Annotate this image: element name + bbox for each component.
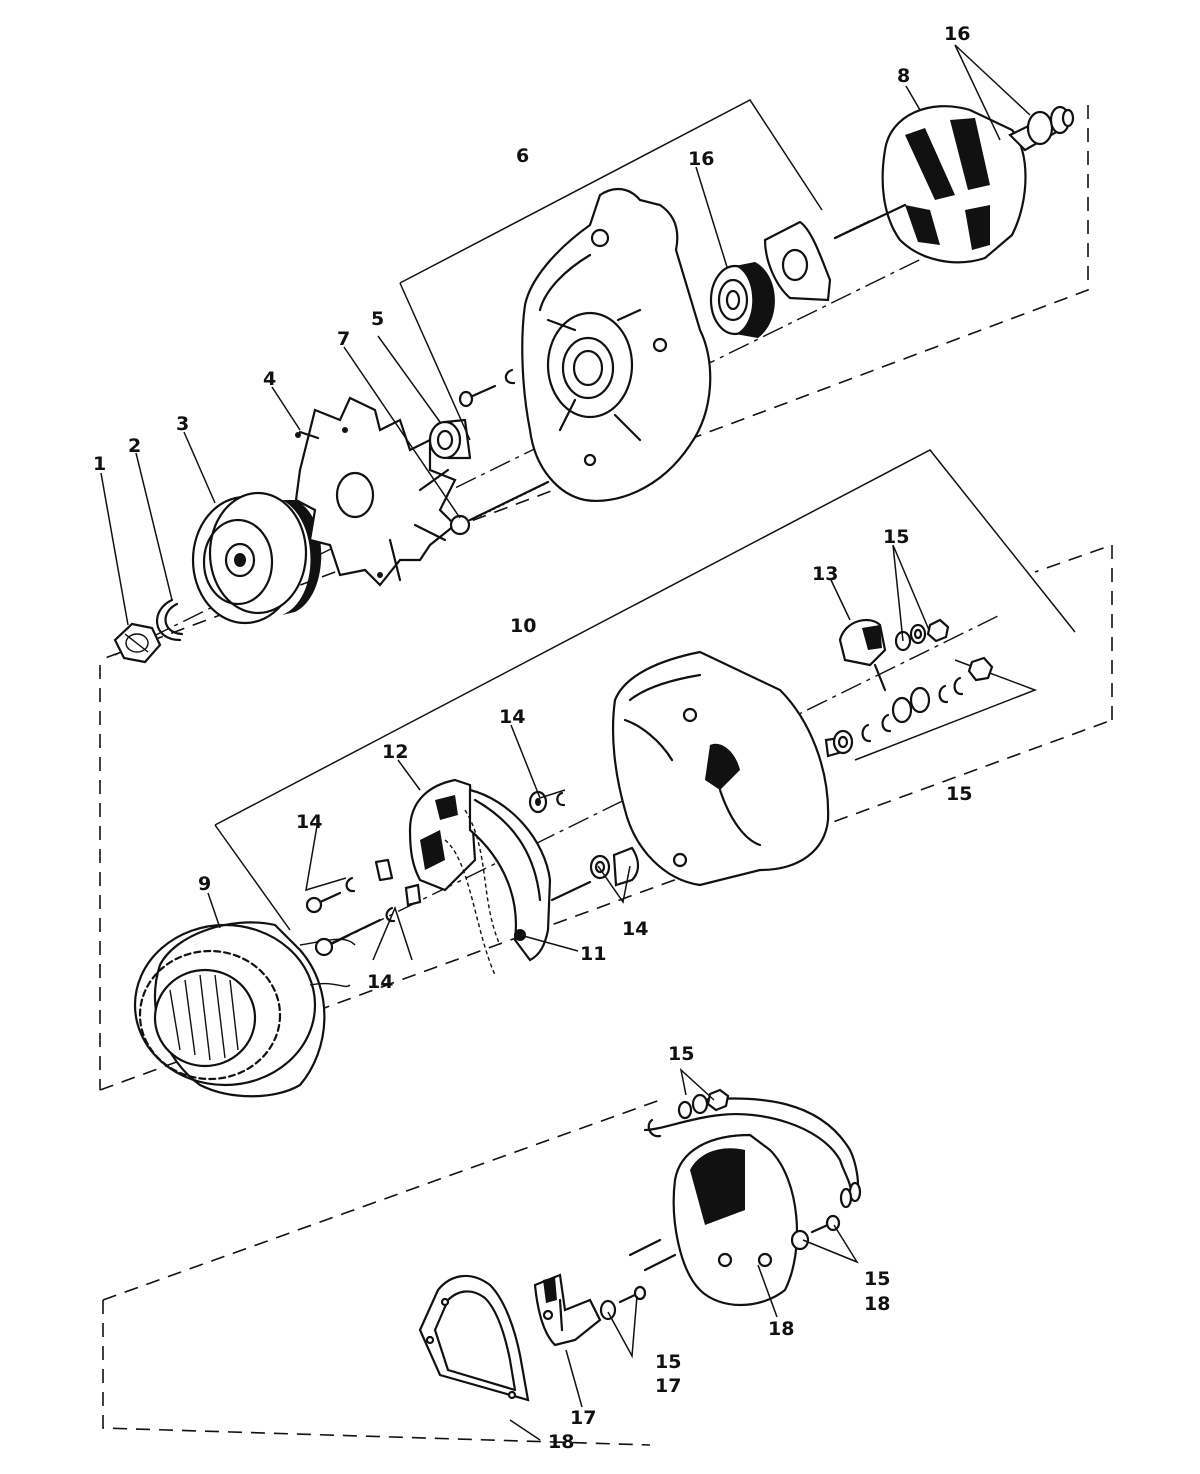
callout-2: 2 [128, 435, 141, 457]
part-snap-ring [156, 598, 184, 642]
part-rotor [833, 105, 1075, 264]
part-washers-center-lower [589, 846, 640, 887]
callout-18-screw: 18 [864, 1293, 890, 1315]
callout-18-housing: 18 [768, 1318, 794, 1340]
callout-3: 3 [176, 413, 189, 435]
callout-14-lower-left: 14 [367, 971, 393, 993]
callout-9: 9 [198, 873, 211, 895]
callout-15-rear-top: 15 [668, 1043, 694, 1065]
part-nut [113, 622, 162, 664]
part-rear-housing [628, 1097, 862, 1306]
callout-18-gasket: 18 [548, 1431, 574, 1453]
callout-15-upper-right: 15 [883, 526, 909, 548]
callout-10: 10 [510, 615, 536, 637]
part-washers-rear-top [677, 1088, 730, 1120]
part-fan [294, 396, 457, 587]
group-boundary-front [99, 105, 1089, 661]
callout-17-regulator: 17 [570, 1407, 596, 1429]
part-screw-upper-left [305, 858, 394, 914]
callout-15-middle-right: 15 [946, 783, 972, 805]
part-washer-stack [832, 656, 994, 755]
bracket-6 [399, 99, 823, 441]
part-stator [133, 921, 356, 1098]
callout-11: 11 [580, 943, 606, 965]
part-regulator [533, 1273, 602, 1347]
callout-14-upper-left: 14 [296, 811, 322, 833]
callout-16-bearing: 16 [688, 148, 714, 170]
callout-7: 7 [337, 328, 350, 350]
callout-8: 8 [897, 65, 910, 87]
part-pulley [191, 491, 322, 625]
callout-5: 5 [371, 308, 384, 330]
callout-15-regulator: 15 [655, 1351, 681, 1373]
part-rectifier-bridge [408, 778, 477, 892]
group-boundary-middle [99, 543, 1113, 1091]
part-screw-lower-left [314, 883, 422, 957]
callout-16-rotor: 16 [944, 23, 970, 45]
part-bolt-center [550, 880, 592, 902]
part-terminal [838, 618, 887, 692]
bracket-15-mid [854, 659, 1038, 761]
callout-6: 6 [516, 145, 529, 167]
leaders [100, 44, 1031, 1441]
part-screw-regulator [599, 1285, 647, 1321]
part-drive-end-frame [521, 187, 712, 502]
part-spacer [428, 418, 472, 460]
group-boundary-rear [102, 1099, 661, 1446]
part-retainer-plate [763, 220, 832, 302]
callout-14-right: 14 [622, 918, 648, 940]
part-slip-ring-end-frame [611, 650, 844, 887]
callout-12: 12 [382, 741, 408, 763]
part-bearing [709, 262, 775, 338]
part-screw-drive-end [458, 368, 516, 408]
callout-labels: 1 2 3 4 5 6 7 8 9 10 11 12 13 14 14 14 1… [93, 23, 972, 1453]
part-through-bolt [449, 480, 550, 536]
bracket-10 [214, 449, 1076, 931]
part-heat-sink [444, 788, 552, 976]
part-screw-rear-right [790, 1214, 841, 1251]
callout-14-center: 14 [499, 706, 525, 728]
part-gasket [418, 1274, 530, 1402]
callout-4: 4 [263, 368, 276, 390]
callout-15-rear-right: 15 [864, 1268, 890, 1290]
callout-17-screw: 17 [655, 1375, 681, 1397]
part-washers-upper-right [894, 618, 950, 652]
callout-13: 13 [812, 563, 838, 585]
callout-1: 1 [93, 453, 106, 475]
